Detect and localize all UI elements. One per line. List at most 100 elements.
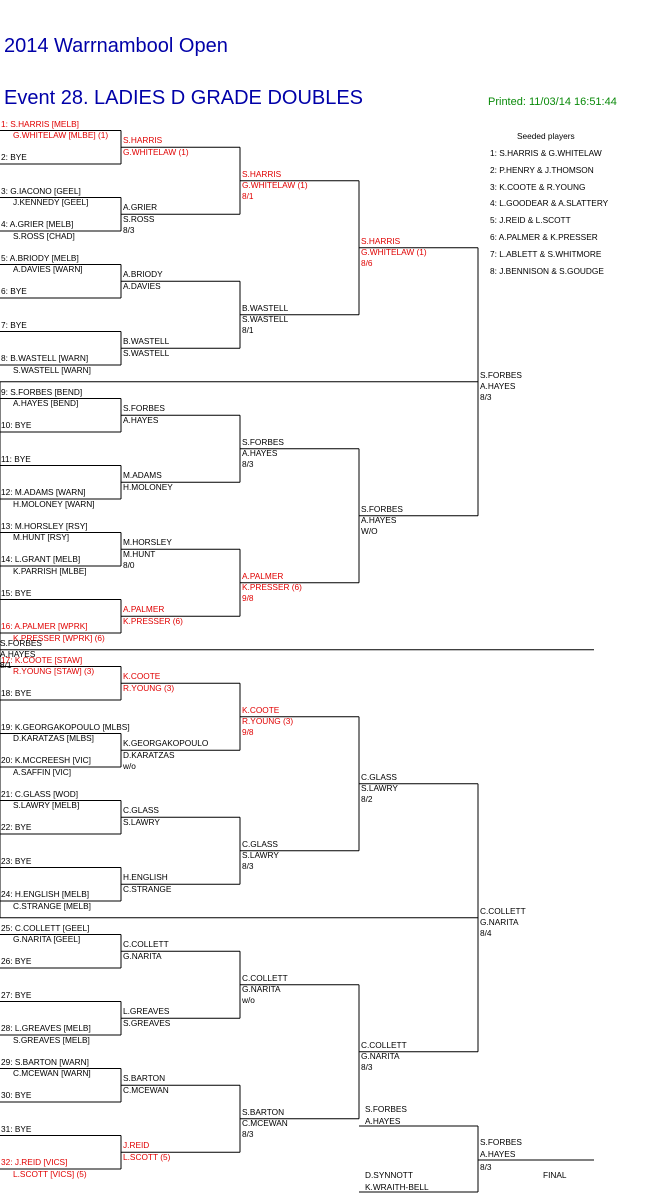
round1-winner-line2: S.GREAVES — [123, 1017, 171, 1028]
round2-winner-line1: S.BARTON — [242, 1106, 285, 1117]
round1-score: 8/3 — [123, 224, 135, 235]
draw-entry-line1: 30: BYE — [1, 1090, 32, 1100]
round5-score: 8/1 — [0, 660, 12, 671]
round2-winner-line2: G.NARITA — [242, 984, 281, 995]
round1-winner-line2: M.HUNT — [123, 548, 156, 559]
draw-entry-line1: 26: BYE — [1, 956, 32, 966]
round2-score: 8/3 — [242, 1129, 254, 1140]
round3-winner-line1: S.FORBES — [361, 503, 403, 514]
draw-entry-line1: 12: M.ADAMS [WARN] — [1, 487, 86, 497]
round1-winner-line1: M.ADAMS — [123, 470, 162, 481]
draw-entry-line1: 27: BYE — [1, 989, 32, 1000]
round2-winner-line2: K.PRESSER (6) — [242, 582, 302, 593]
seeded-player-item: 5: J.REID & L.SCOTT — [490, 215, 571, 226]
draw-entry-line1: 21: C.GLASS [WOD] — [1, 788, 78, 799]
draw-entry-line2: K.PRESSER [WPRK] (6) — [13, 632, 105, 643]
round1-winner-line2: C.MCEWAN — [123, 1084, 169, 1095]
round3-score: W/O — [361, 526, 378, 537]
round1-winner-line2: S.LAWRY — [123, 816, 160, 827]
round1-winner-line1: B.WASTELL — [123, 336, 170, 347]
round1-winner-line1: S.FORBES — [123, 403, 165, 414]
seeded-player-item: 3: K.COOTE & R.YOUNG — [490, 181, 586, 192]
final-score: 8/3 — [480, 1161, 492, 1172]
draw-entry-line1: 14: L.GRANT [MELB] — [1, 554, 81, 564]
round1-winner-line1: L.GREAVES — [123, 1006, 170, 1017]
draw-entry-line1: 18: BYE — [1, 688, 32, 698]
round4-winner-line2: A.HAYES — [480, 381, 516, 392]
seeded-player-item: 6: A.PALMER & K.PRESSER — [490, 232, 598, 242]
round1-score: w/o — [123, 760, 136, 771]
final-winner-line1: S.FORBES — [480, 1137, 522, 1147]
draw-entry-line2: A.DAVIES [WARN] — [13, 264, 83, 274]
seeded-player-item: 1: S.HARRIS & G.WHITELAW — [490, 148, 602, 158]
draw-entry-line1: 16: A.PALMER [WPRK] — [1, 621, 88, 631]
draw-entry-line2: S.ROSS [CHAD] — [13, 230, 75, 241]
final-label: FINAL — [543, 1169, 567, 1180]
draw-entry-line2: L.SCOTT [VICS] (5) — [13, 1168, 87, 1179]
draw-entry-line1: 6: BYE — [1, 286, 27, 296]
draw-entry-line1: 19: K.GEORGAKOPOULO [MLBS] — [1, 721, 130, 732]
draw-entry-line1: 20: K.MCCREESH [VIC] — [1, 755, 91, 765]
round1-winner-line1: C.GLASS — [123, 805, 159, 816]
round2-winner-line1: S.FORBES — [242, 436, 284, 447]
round3-score: 8/6 — [361, 258, 373, 269]
draw-entry-line1: 1: S.HARRIS [MELB] — [1, 118, 79, 129]
round1-winner-line2: H.MOLONEY — [123, 481, 173, 492]
draw-entry-line1: 9: S.FORBES [BEND] — [1, 386, 83, 397]
tournament-title: 2014 Warrnambool Open — [4, 35, 228, 57]
round3-winner-line2: G.NARITA — [361, 1051, 400, 1062]
round4-winner-line1: S.FORBES — [480, 369, 522, 380]
round2-score: 8/1 — [242, 325, 254, 336]
round3-winner-line2: S.LAWRY — [361, 783, 398, 794]
final-bottom-line1: D.SYNNOTT — [365, 1170, 413, 1180]
event-title: Event 28. LADIES D GRADE DOUBLES — [4, 87, 364, 109]
round4-winner-line1: C.COLLETT — [480, 905, 526, 916]
round1-winner-line1: C.COLLETT — [123, 939, 169, 950]
round1-winner-line2: A.DAVIES — [123, 280, 161, 291]
seeded-player-item: 8: J.BENNISON & S.GOUDGE — [490, 265, 604, 276]
round3-winner-line1: C.GLASS — [361, 771, 397, 782]
draw-entry-line1: 17: K.COOTE [STAW] — [1, 654, 83, 665]
draw-entry-line2: G.WHITELAW [MLBE] (1) — [13, 130, 109, 140]
round1-winner-line2: D.KARATZAS — [123, 749, 175, 760]
draw-entry-line1: 25: C.COLLETT [GEEL] — [1, 922, 90, 933]
draw-entry-line1: 10: BYE — [1, 420, 32, 430]
draw-entry-line2: G.NARITA [GEEL] — [13, 934, 81, 944]
round2-winner-line2: S.LAWRY — [242, 850, 279, 861]
draw-entry-line2: H.MOLONEY [WARN] — [13, 498, 95, 509]
draw-entry-line1: 23: BYE — [1, 855, 32, 866]
round4-score: 8/3 — [480, 392, 492, 403]
draw-entry-line1: 22: BYE — [1, 822, 32, 832]
round1-winner-line1: J.REID — [123, 1140, 150, 1151]
draw-entry-line1: 29: S.BARTON [WARN] — [1, 1056, 89, 1067]
round2-score: 8/1 — [242, 191, 254, 202]
draw-entry-line1: 28: L.GREAVES [MELB] — [1, 1023, 91, 1033]
draw-entry-line2: S.WASTELL [WARN] — [13, 364, 91, 375]
draw-entry-line1: 24: H.ENGLISH [MELB] — [1, 889, 90, 899]
round1-winner-line2: R.YOUNG (3) — [123, 682, 175, 693]
round3-winner-line2: G.WHITELAW (1) — [361, 247, 427, 258]
round2-winner-line1: B.WASTELL — [242, 302, 289, 313]
round2-score: 9/8 — [242, 727, 254, 738]
round3-winner-line2: A.HAYES — [361, 515, 397, 526]
draw-entry-line1: 31: BYE — [1, 1123, 32, 1134]
final-top-line1: S.FORBES — [365, 1104, 407, 1114]
round4-score: 8/4 — [480, 928, 492, 939]
draw-entry-line1: 15: BYE — [1, 587, 32, 598]
round4-winner-line2: G.NARITA — [480, 917, 519, 928]
round1-winner-line2: G.WHITELAW (1) — [123, 146, 189, 157]
draw-entry-line2: S.LAWRY [MELB] — [13, 800, 80, 810]
round1-winner-line2: A.HAYES — [123, 414, 159, 425]
round1-winner-line2: G.NARITA — [123, 950, 162, 961]
draw-entry-line1: 7: BYE — [1, 319, 27, 330]
draw-entry-line2: K.PARRISH [MLBE] — [13, 565, 87, 576]
draw-entry-line2: A.HAYES [BEND] — [13, 398, 79, 408]
draw-entry-line1: 32: J.REID [VICS] — [1, 1157, 68, 1167]
round1-winner-line1: A.BRIODY — [123, 269, 163, 280]
round1-winner-line1: K.GEORGAKOPOULO — [123, 738, 209, 749]
round2-winner-line2: G.WHITELAW (1) — [242, 180, 308, 191]
draw-entry-line2: M.HUNT [RSY] — [13, 532, 70, 542]
round1-winner-line2: C.STRANGE — [123, 883, 172, 894]
round1-winner-line2: K.PRESSER (6) — [123, 615, 183, 626]
